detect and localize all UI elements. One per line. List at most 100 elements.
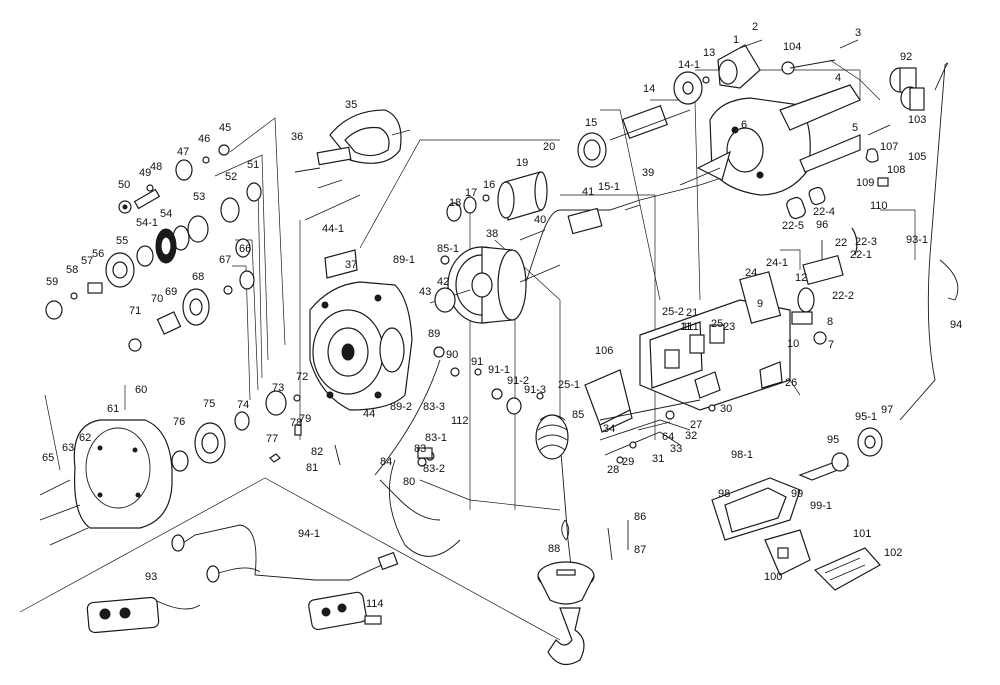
- part-label: 40: [534, 214, 546, 226]
- part-label: 91-1: [488, 364, 510, 376]
- part-label: 83-1: [425, 432, 447, 444]
- part-label: 4: [835, 72, 841, 84]
- part-label: 1: [733, 34, 739, 46]
- part-label: 63: [62, 442, 74, 454]
- part-label: 42: [437, 276, 449, 288]
- part-label: 83-2: [423, 463, 445, 475]
- part-label: 82: [311, 446, 323, 458]
- part-label: 98-1: [731, 449, 753, 461]
- part-label: 80: [403, 476, 415, 488]
- part-label: 35: [345, 99, 357, 111]
- part-label: 75: [203, 398, 215, 410]
- part-label: 54: [160, 208, 172, 220]
- part-label: 38: [486, 228, 498, 240]
- part-label: 54-1: [136, 217, 158, 229]
- part-label: 14-1: [678, 59, 700, 71]
- part-labels: 1 2 3 4 5 6 7 8 9 10 11 12 13 14 14-1 15…: [42, 21, 962, 610]
- rope-drum: [429, 246, 561, 324]
- part-label: 23: [723, 321, 735, 333]
- part-label: 22-2: [832, 290, 854, 302]
- part-label: 92: [900, 51, 912, 63]
- part-label: 62: [79, 432, 91, 444]
- part-label: 14: [643, 83, 655, 95]
- part-label: 7: [828, 339, 834, 351]
- part-label: 95: [827, 434, 839, 446]
- part-label: 112: [451, 415, 469, 427]
- part-label: 22-3: [855, 236, 877, 248]
- part-label: 94-1: [298, 528, 320, 540]
- cables: [154, 62, 959, 610]
- part-label: 8: [827, 316, 833, 328]
- part-label: 72: [296, 371, 308, 383]
- part-label: 57: [81, 255, 93, 267]
- part-label: 13: [703, 47, 715, 59]
- part-label: 98: [718, 488, 730, 500]
- part-label: 89-2: [390, 401, 412, 413]
- part-label: 15-1: [598, 181, 620, 193]
- part-label: 52: [225, 171, 237, 183]
- part-label: 99-1: [810, 500, 832, 512]
- part-label: 39: [642, 167, 654, 179]
- part-label: 47: [177, 146, 189, 158]
- part-label: 93-1: [906, 234, 928, 246]
- part-label: 105: [908, 151, 926, 163]
- part-label: 81: [306, 462, 318, 474]
- handle-bracket: [294, 109, 411, 189]
- part-label: 37: [345, 259, 357, 271]
- part-label: 36: [291, 131, 303, 143]
- part-label: 85-1: [437, 243, 459, 255]
- part-label: 95-1: [855, 411, 877, 423]
- part-label: 16: [483, 179, 495, 191]
- part-label: 53: [193, 191, 205, 203]
- part-label: 78: [290, 417, 302, 429]
- part-label: 17: [465, 187, 477, 199]
- part-label: 25-2: [662, 306, 684, 318]
- part-label: 90: [446, 349, 458, 361]
- part-label: 93: [145, 571, 157, 583]
- part-label: 3: [855, 27, 861, 39]
- part-label: 100: [764, 571, 782, 583]
- part-label: 50: [118, 179, 130, 191]
- part-label: 56: [92, 248, 104, 260]
- part-label: 21: [686, 307, 698, 319]
- part-label: 86: [634, 511, 646, 523]
- part-label: 48: [150, 161, 162, 173]
- part-label: 41: [582, 186, 594, 198]
- part-label: 103: [908, 114, 926, 126]
- part-label: 10: [787, 338, 799, 350]
- part-label: 43: [419, 286, 431, 298]
- part-label: 61: [107, 403, 119, 415]
- part-label: 77: [266, 433, 278, 445]
- part-label: 91-2: [507, 375, 529, 387]
- part-label: 24: [745, 267, 757, 279]
- part-label: 26: [785, 377, 797, 389]
- capacitors: [786, 186, 858, 260]
- part-label: 22: [835, 237, 847, 249]
- part-label: 101: [853, 528, 871, 540]
- part-label: 87: [634, 544, 646, 556]
- motor-parts: [446, 44, 761, 235]
- part-label: 11: [680, 321, 691, 333]
- pendant-controls: [86, 534, 399, 634]
- part-label: 76: [173, 416, 185, 428]
- hook-assembly: [535, 414, 629, 666]
- part-label: 97: [881, 404, 893, 416]
- part-label: 111: [682, 321, 699, 333]
- part-label: 83-3: [423, 401, 445, 413]
- part-label: 64: [662, 431, 674, 443]
- part-label: 19: [516, 157, 528, 169]
- part-label: 45: [219, 122, 231, 134]
- part-label: 102: [884, 547, 902, 559]
- part-label: 46: [198, 133, 210, 145]
- control-box: [711, 427, 883, 591]
- part-label: 44: [363, 408, 375, 420]
- hardware: [334, 39, 891, 467]
- part-label: 27: [690, 419, 702, 431]
- part-label: 69: [165, 286, 177, 298]
- switch-bracket: [584, 369, 716, 456]
- part-label: 107: [880, 141, 898, 153]
- part-label: 94: [950, 319, 962, 331]
- part-label: 22-1: [850, 249, 872, 261]
- part-label: 73: [272, 382, 284, 394]
- part-label: 60: [135, 384, 147, 396]
